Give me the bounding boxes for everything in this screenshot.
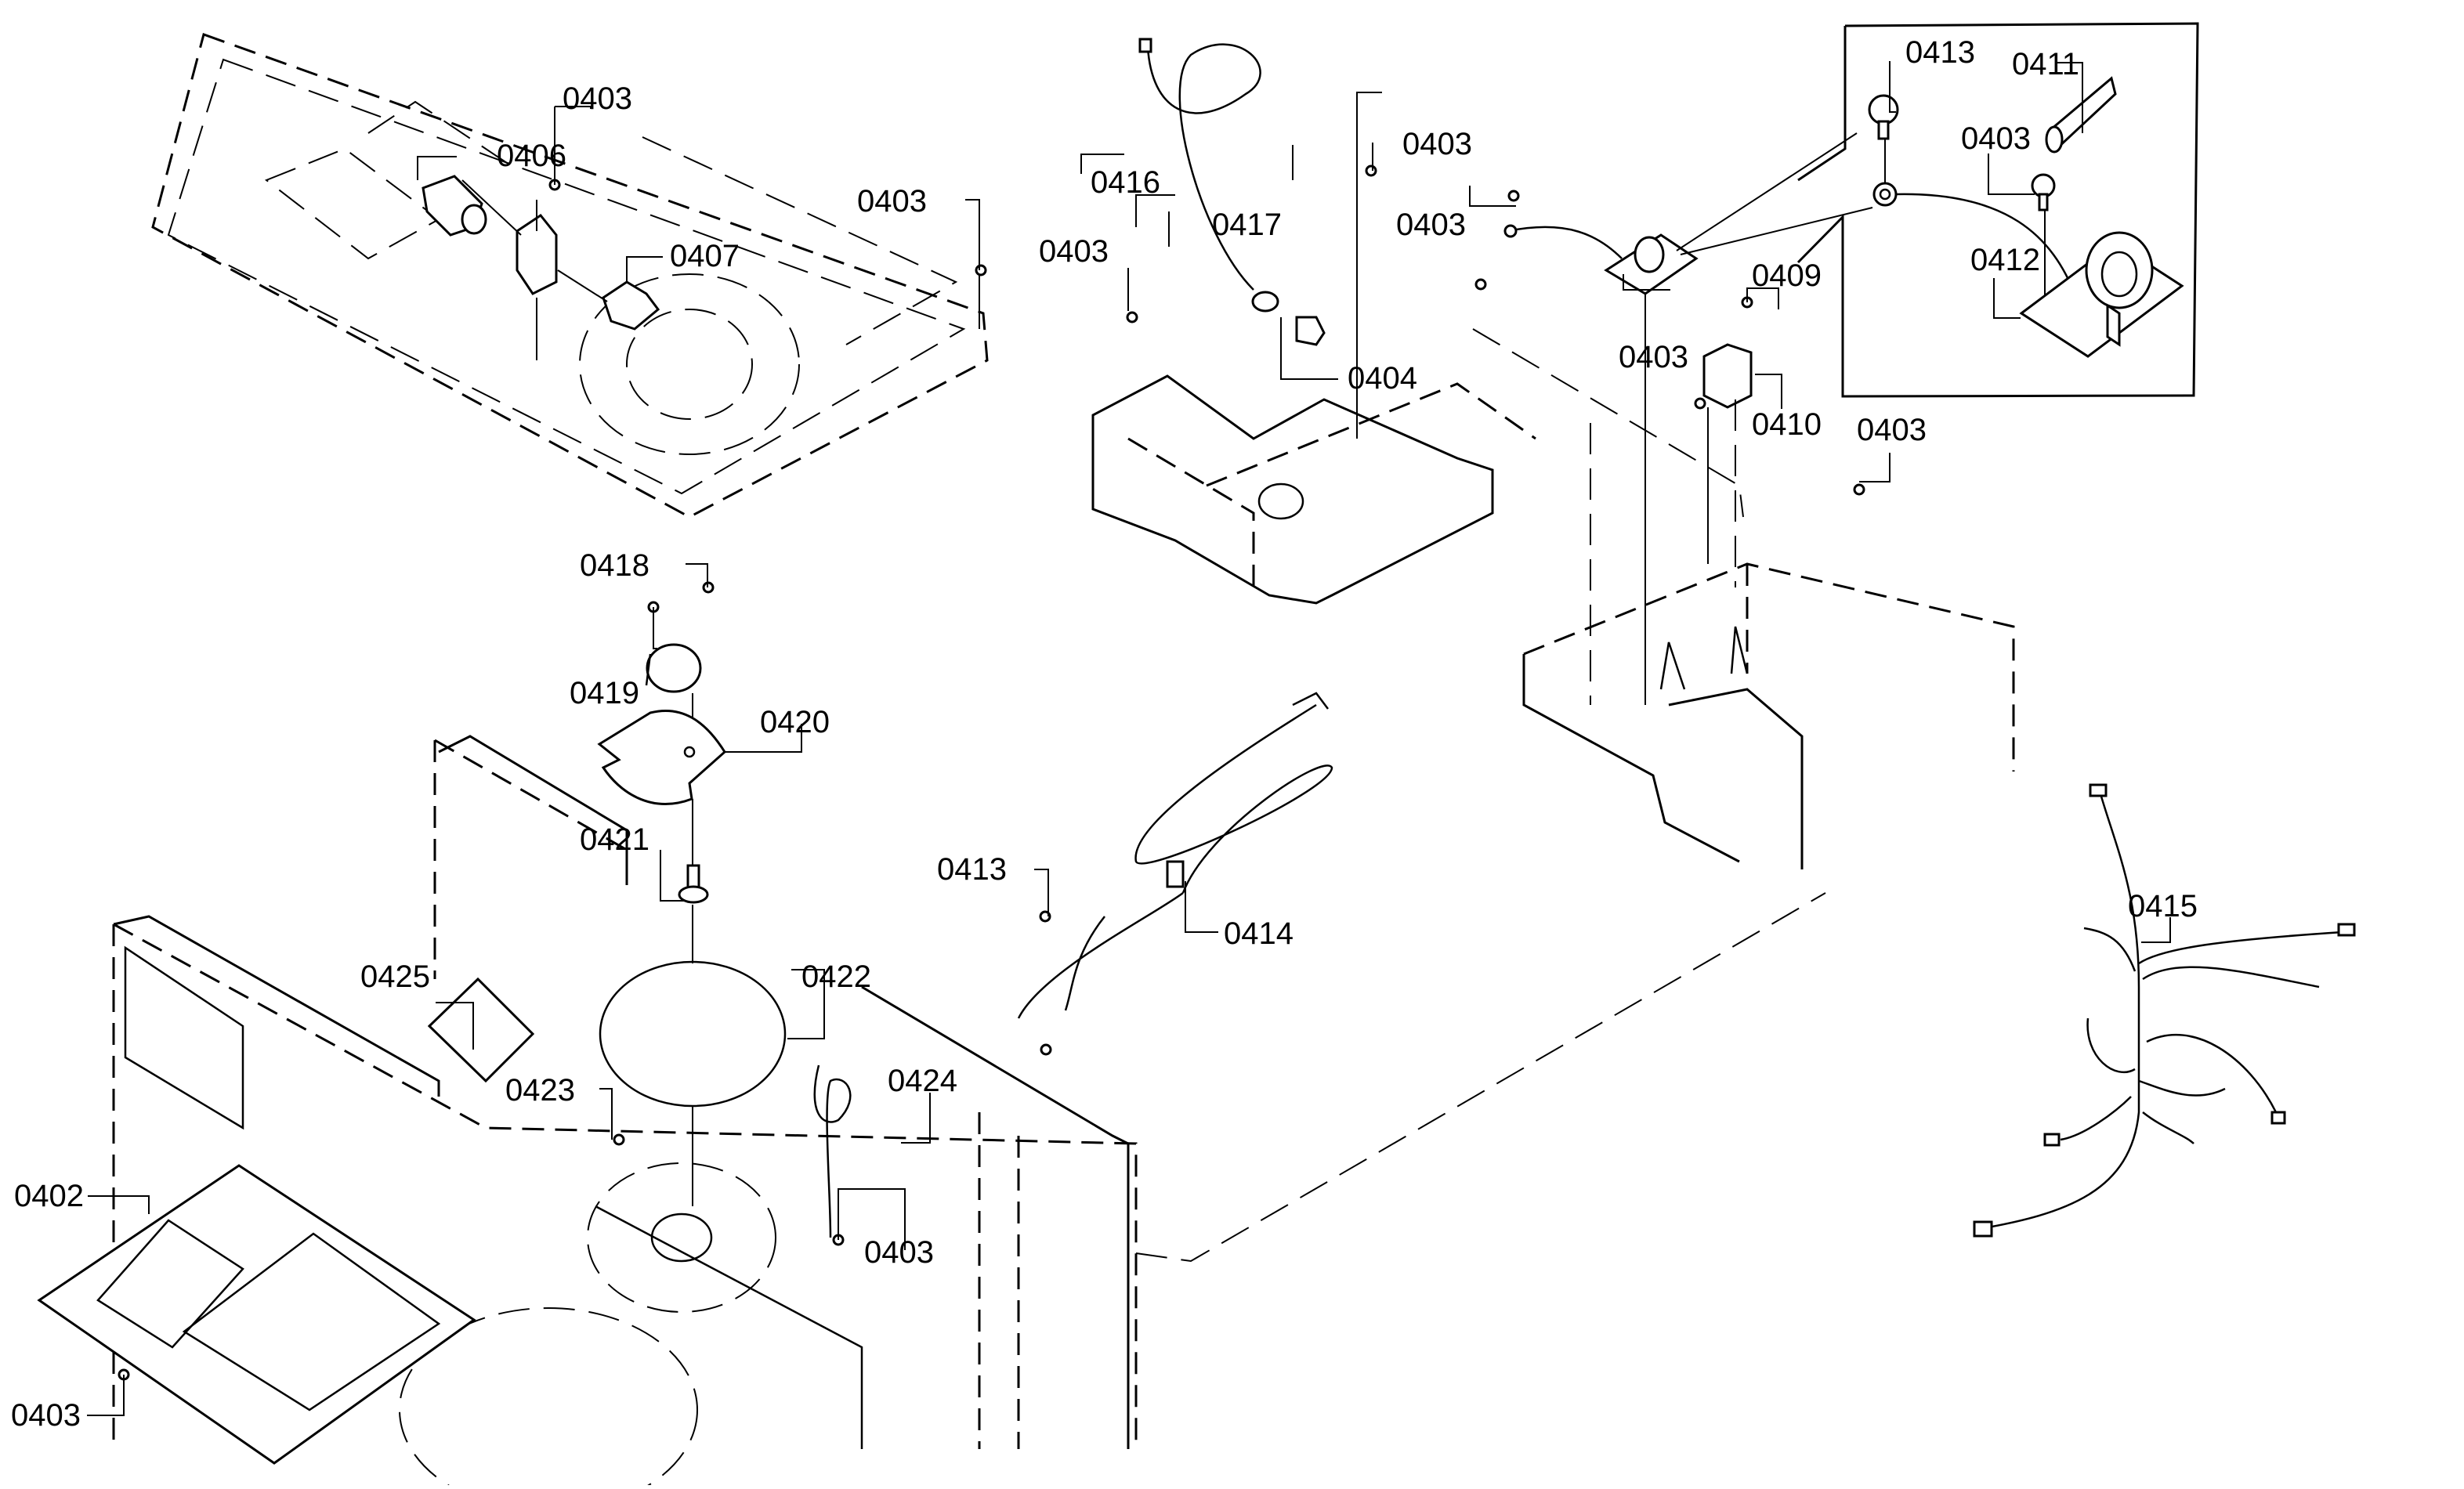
callout-0412-inset: 0412 — [1970, 243, 2040, 277]
turntable-motor — [645, 643, 702, 752]
coupler — [678, 864, 709, 904]
motor-bracket — [597, 709, 726, 805]
callout-0425: 0425 — [360, 960, 430, 994]
capacitor-part — [1702, 343, 1753, 409]
callout-0415: 0415 — [2128, 889, 2198, 923]
callout-labels: 0403 0406 0403 0407 0416 0417 0403 0403 … — [11, 35, 2198, 1433]
callout-0403: 0403 — [11, 1398, 81, 1433]
lamp-socket — [422, 175, 487, 237]
callout-0413-inset: 0413 — [1905, 35, 1975, 70]
callout-0410: 0410 — [1752, 407, 1822, 442]
wire-lead-0416 — [1138, 38, 1279, 313]
callout-0403-inset: 0403 — [1961, 121, 2031, 156]
callout-0403: 0403 — [1039, 234, 1109, 269]
callout-0414: 0414 — [1224, 916, 1294, 951]
callout-0403: 0403 — [563, 81, 632, 116]
callout-0417: 0417 — [1212, 208, 1282, 242]
callout-0418: 0418 — [580, 548, 649, 583]
callout-0423: 0423 — [505, 1073, 575, 1108]
callout-0409: 0409 — [1752, 258, 1822, 293]
callout-0424: 0424 — [888, 1064, 957, 1098]
fuse-holder-small — [1503, 224, 1699, 295]
callout-0403: 0403 — [1396, 208, 1466, 242]
callout-0403: 0403 — [864, 1235, 934, 1270]
callout-0403: 0403 — [1857, 413, 1927, 447]
thermal-cutout-part — [1295, 316, 1326, 346]
callout-0421: 0421 — [580, 822, 649, 857]
callout-0413: 0413 — [937, 852, 1007, 887]
callout-0422: 0422 — [801, 960, 871, 994]
base-plate — [1522, 399, 2015, 869]
power-cord — [1017, 692, 1333, 1019]
waveguide-cover — [427, 977, 535, 1083]
callout-0402: 0402 — [14, 1179, 84, 1213]
wire-harness — [1973, 783, 2356, 1238]
top-plate — [151, 33, 989, 519]
callout-0407: 0407 — [670, 239, 740, 273]
screw-icons — [118, 164, 1865, 1381]
duct-assembly — [1091, 328, 1744, 605]
inset-screw — [1868, 94, 1899, 140]
stirrer-cover — [599, 960, 787, 1108]
ground-wire — [813, 1064, 852, 1238]
callout-0420: 0420 — [760, 705, 830, 739]
lamp-bracket — [516, 213, 558, 295]
inset-fuse-holder — [2019, 231, 2184, 358]
callout-0411-inset: 0411 — [2012, 47, 2079, 81]
inset-screw-2 — [2031, 173, 2056, 211]
callout-0403: 0403 — [1402, 127, 1472, 161]
inset-fuse — [2045, 76, 2117, 154]
callout-0419: 0419 — [570, 676, 639, 710]
callout-0406: 0406 — [497, 139, 566, 173]
callout-0404: 0404 — [1348, 361, 1417, 396]
inset-detail-box — [1796, 22, 2199, 398]
oven-cavity — [112, 735, 1826, 1489]
leader-lines — [87, 61, 2171, 1416]
bottom-plate — [37, 1164, 476, 1465]
callout-0416: 0416 — [1091, 165, 1160, 200]
callout-0403: 0403 — [1619, 340, 1688, 374]
callout-0403: 0403 — [857, 184, 927, 219]
